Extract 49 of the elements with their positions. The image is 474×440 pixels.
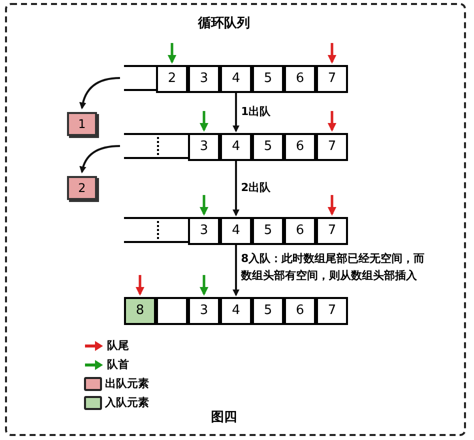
array-cell: 5 [252, 217, 284, 245]
legend-label: 队尾 [107, 338, 129, 354]
arrow [232, 92, 240, 132]
array-cell: 4 [220, 133, 252, 161]
array-cell: 5 [252, 297, 284, 325]
array-cell: 5 [252, 65, 284, 93]
dequeued-element: 1 [67, 112, 97, 136]
array-cell: 6 [284, 133, 316, 161]
pointer-arrow [328, 43, 336, 64]
arrow [232, 244, 240, 296]
curved-arrow [80, 77, 120, 110]
pointer-arrow [200, 275, 208, 296]
legend-label: 出队元素 [105, 376, 149, 392]
pointer-arrow [328, 111, 336, 132]
pointer-arrow [136, 275, 144, 296]
array-cell: 5 [252, 133, 284, 161]
queue-array [124, 297, 348, 323]
queue-array [124, 217, 348, 243]
pointer-arrow [168, 43, 176, 64]
array-cell: 3 [188, 297, 220, 325]
array-cell: 7 [316, 297, 348, 325]
array-cell: 7 [316, 217, 348, 245]
diagram-title: 循环队列 [196, 15, 251, 33]
pointer-arrow [200, 195, 208, 216]
edge-label: 2出队 [241, 179, 271, 196]
array-cell: 8 [124, 297, 156, 325]
array-cell: 4 [220, 65, 252, 93]
array-cell: 2 [156, 65, 188, 93]
legend-label: 入队元素 [105, 395, 149, 411]
queue-array [124, 65, 348, 91]
queue-array [124, 133, 348, 159]
array-cell: 6 [284, 65, 316, 93]
array-cell: 3 [188, 65, 220, 93]
legend-label: 队首 [107, 357, 129, 373]
array-cell: 3 [188, 133, 220, 161]
arrow [232, 160, 240, 216]
array-cell: 6 [284, 297, 316, 325]
array-cell: 6 [284, 217, 316, 245]
figure-caption: 图四 [210, 409, 238, 427]
array-cell: 7 [316, 65, 348, 93]
pointer-arrow [200, 111, 208, 132]
array-cell: 3 [188, 217, 220, 245]
pointer-arrow [328, 195, 336, 216]
array-cell: 7 [316, 133, 348, 161]
array-cell: 4 [220, 217, 252, 245]
array-cell: 4 [220, 297, 252, 325]
edge-label: 1出队 [241, 103, 271, 120]
dequeued-element: 2 [67, 176, 97, 200]
curved-arrow [80, 145, 120, 174]
